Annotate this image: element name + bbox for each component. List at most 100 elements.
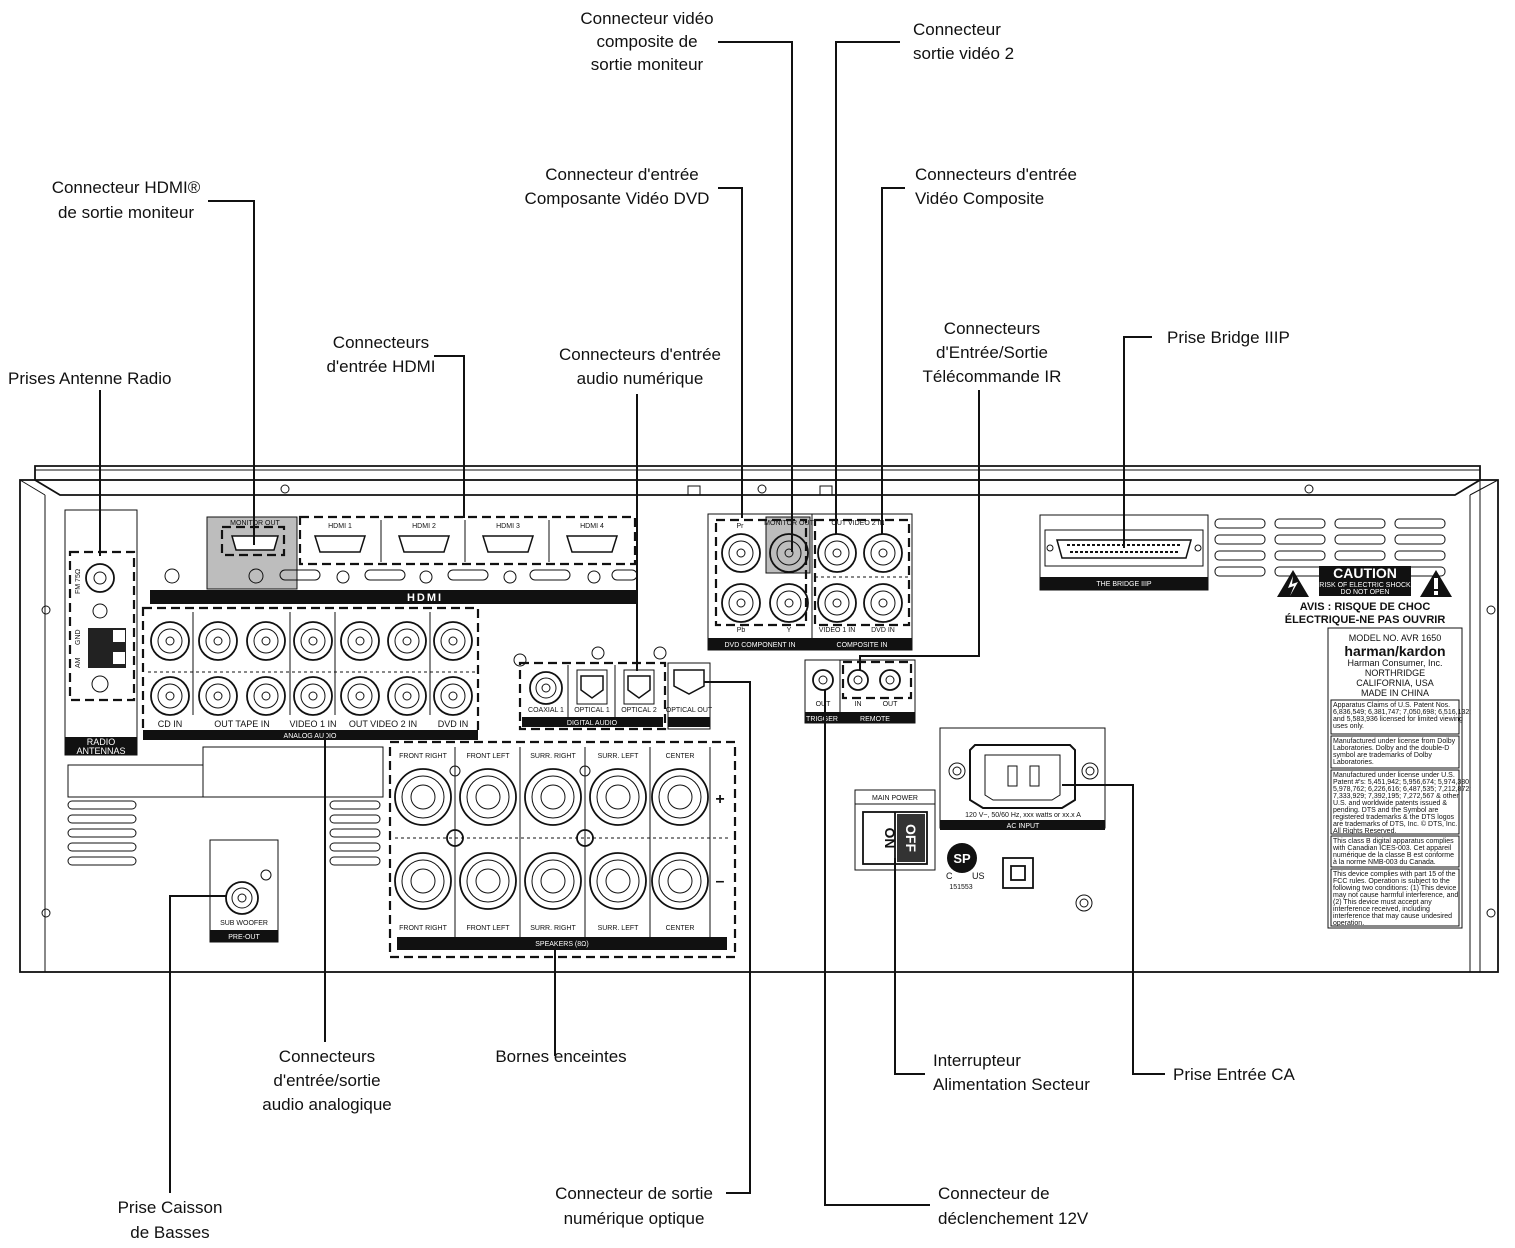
- callout-main-power-1: Interrupteur: [933, 1051, 1021, 1070]
- component-y-jack[interactable]: [770, 584, 808, 622]
- company-line-3: CALIFORNIA, USA: [1356, 678, 1434, 688]
- callout-subwoofer-2: de Basses: [130, 1223, 209, 1242]
- main-power-label: MAIN POWER: [872, 795, 918, 802]
- digital-audio-label: DIGITAL AUDIO: [567, 720, 618, 727]
- remote-label: REMOTE: [860, 716, 890, 723]
- speaker-fr-top-label: FRONT RIGHT: [399, 753, 447, 760]
- speaker-sl-top-label: SURR. LEFT: [598, 753, 640, 760]
- legal-3-5: U.S. and worldwide patents issued &: [1333, 800, 1447, 807]
- analog-dvd-in-label: DVD IN: [438, 719, 469, 729]
- legal-3-2: Patent #'s: 5,451,942; 5,956,674; 5,974,…: [1333, 779, 1471, 786]
- remote-out-label: OUT: [883, 701, 899, 708]
- legal-5-6: interference received, including: [1333, 906, 1430, 913]
- callout-optical-out-2: numérique optique: [564, 1209, 705, 1228]
- hdmi-logo: HDMI: [407, 592, 443, 604]
- composite-video-section: OUT VIDEO 2 IN VIDEO 1 IN DVD IN COMPOSI…: [812, 514, 912, 650]
- legal-3-1: Manufactured under license under U.S.: [1333, 772, 1455, 779]
- optical-2-port[interactable]: [628, 676, 650, 698]
- component-pr-label: Pr: [737, 523, 745, 530]
- callout-subwoofer-1: Prise Caisson: [118, 1198, 223, 1217]
- speaker-terminals[interactable]: [395, 769, 708, 909]
- speakers-section: FRONT RIGHT FRONT LEFT SURR. RIGHT SURR.…: [390, 742, 735, 957]
- caution-sub-1: RISK OF ELECTRIC SHOCK: [1319, 582, 1411, 589]
- legal-5-5: (2) This device must accept any: [1333, 899, 1432, 906]
- label-plate: MODEL NO. AVR 1650 harman/kardon Harman …: [1328, 628, 1471, 928]
- legal-3-8: are trademarks of DTS, Inc. © DTS, Inc.: [1333, 820, 1457, 828]
- callout-composite-monitor-out-1: Connecteur vidéo: [580, 9, 713, 28]
- legal-4-4: à la norme NMB-003 du Canada.: [1333, 859, 1436, 866]
- gnd-label: GND: [75, 629, 82, 645]
- avis-line-1: AVIS : RISQUE DE CHOC: [1300, 601, 1431, 613]
- optical-1-port[interactable]: [581, 676, 603, 698]
- radio-label-2: ANTENNAS: [76, 746, 125, 756]
- component-pb-jack[interactable]: [722, 584, 760, 622]
- video-2-in-jack[interactable]: [864, 534, 902, 572]
- speaker-fl-top-label: FRONT LEFT: [466, 753, 510, 760]
- callout-composite-in-1: Connecteurs d'entrée: [915, 165, 1077, 184]
- legal-4-3: numérique de la classe B est conforme: [1333, 852, 1454, 859]
- composite-dvd-label: DVD IN: [871, 627, 895, 634]
- company-line-1: Harman Consumer, Inc.: [1347, 658, 1442, 668]
- speaker-fr-bottom-label: FRONT RIGHT: [399, 925, 447, 932]
- callout-analog-audio-2: d'entrée/sortie: [273, 1071, 380, 1090]
- hdmi-3-port[interactable]: [483, 536, 533, 552]
- dvd-video-in-jack[interactable]: [864, 584, 902, 622]
- caution-section: CAUTION RISK OF ELECTRIC SHOCK DO NOT OP…: [1277, 565, 1452, 626]
- legal-1-4: uses only.: [1333, 723, 1364, 730]
- component-pr-jack[interactable]: [722, 534, 760, 572]
- subwoofer-section: SUB WOOFER PRE-OUT: [210, 840, 278, 942]
- callout-digital-audio-in-1: Connecteurs d'entrée: [559, 345, 721, 364]
- callout-ac-input: Prise Entrée CA: [1173, 1065, 1296, 1084]
- subwoofer-label: SUB WOOFER: [220, 920, 268, 927]
- optical-1-label: OPTICAL 1: [574, 707, 610, 714]
- composite-video2-label: OUT VIDEO 2 IN: [831, 520, 884, 527]
- company-line-2: NORTHRIDGE: [1365, 668, 1425, 678]
- hdmi-4-label: HDMI 4: [580, 523, 604, 530]
- company-line-4: MADE IN CHINA: [1361, 688, 1429, 698]
- optical-out-port[interactable]: [674, 670, 704, 694]
- legal-2-2: Laboratories. Dolby and the double-D: [1333, 745, 1449, 752]
- legal-5-4: may not cause harmful interference, and: [1333, 892, 1458, 899]
- video-1-in-jack[interactable]: [818, 584, 856, 622]
- callout-ir-remote-3: Télécommande IR: [923, 367, 1062, 386]
- coaxial-1-jack[interactable]: [530, 672, 562, 704]
- legal-3-7: registered trademarks & the DTS logos: [1333, 814, 1454, 821]
- analog-jacks[interactable]: [151, 622, 472, 715]
- fm-antenna-jack[interactable]: [86, 564, 114, 592]
- legal-3-4: 7,333,929; 7,392,195; 7,272,567 & other: [1333, 793, 1459, 800]
- csa-us-label: US: [972, 871, 985, 881]
- legal-3-6: pending. DTS and the Symbol are: [1333, 807, 1439, 814]
- certification-marks: SP C US 151553: [946, 843, 1092, 911]
- callout-composite-in-2: Vidéo Composite: [915, 189, 1044, 208]
- trigger-jack[interactable]: [813, 670, 833, 690]
- speaker-sr-bottom-label: SURR. RIGHT: [530, 925, 576, 932]
- subwoofer-jack[interactable]: [226, 882, 258, 914]
- ac-input-section: 120 V~, 50/60 Hz, xxx watts or xx.x A AC…: [940, 728, 1105, 830]
- callout-analog-audio-1: Connecteurs: [279, 1047, 375, 1066]
- callout-component-dvd-in-1: Connecteur d'entrée: [545, 165, 699, 184]
- callout-main-power-2: Alimentation Secteur: [933, 1075, 1090, 1094]
- optical-2-label: OPTICAL 2: [621, 707, 657, 714]
- legal-2-1: Manufactured under license from Dolby: [1333, 738, 1456, 745]
- callout-composite-monitor-out-2: composite de: [596, 32, 697, 51]
- model-number: MODEL NO. AVR 1650: [1349, 633, 1442, 643]
- brand-logo: harman/kardon: [1344, 643, 1445, 659]
- hdmi-1-port[interactable]: [315, 536, 365, 552]
- hdmi-2-port[interactable]: [399, 536, 449, 552]
- remote-in-label: IN: [855, 701, 862, 708]
- avis-line-2: ÉLECTRIQUE-NE PAS OUVRIR: [1285, 613, 1446, 626]
- csa-number-label: 151553: [949, 884, 972, 891]
- lower-left-area: [68, 747, 383, 865]
- analog-tape-label: OUT TAPE IN: [214, 719, 270, 729]
- ac-input-socket[interactable]: [970, 745, 1075, 808]
- legal-5-7: interference that may cause undesired: [1333, 913, 1452, 920]
- fm-label: FM 75Ω: [75, 569, 82, 594]
- legal-5-3: following two conditions: (1) This devic…: [1333, 885, 1456, 892]
- speaker-fl-bottom-label: FRONT LEFT: [466, 925, 510, 932]
- video-2-out-jack[interactable]: [818, 534, 856, 572]
- remote-out-jack[interactable]: [880, 670, 900, 690]
- ac-input-label: AC INPUT: [1007, 823, 1040, 830]
- hdmi-4-port[interactable]: [567, 536, 617, 552]
- remote-in-jack[interactable]: [848, 670, 868, 690]
